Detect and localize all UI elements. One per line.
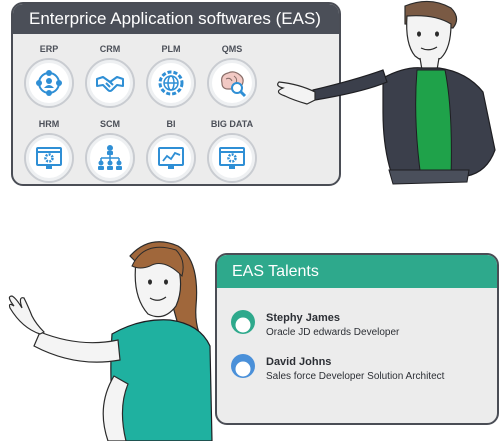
monitor-gear-icon <box>207 133 257 183</box>
globe-gear-icon <box>146 58 196 108</box>
eas-item-crm[interactable]: CRM <box>80 44 140 108</box>
line-chart-icon <box>146 133 196 183</box>
talents-panel-title: EAS Talents <box>217 255 497 288</box>
talent-name: Stephy James <box>266 312 340 324</box>
eas-item-label: ERP <box>39 44 59 54</box>
eas-item-label: HRM <box>38 119 60 129</box>
eas-talents-panel: EAS Talents Stephy James Oracle JD edwar… <box>215 253 499 425</box>
talent-role: Sales force Developer Solution Architect <box>266 371 445 382</box>
eas-item-label: CRM <box>99 44 121 54</box>
eas-item-label: QMS <box>221 44 243 54</box>
eas-item-label: PLM <box>161 44 181 54</box>
eas-item-label: BIG DATA <box>210 119 254 129</box>
eas-item-bi[interactable]: BI <box>141 119 201 183</box>
eas-item-label: SCM <box>100 119 120 129</box>
avatar <box>231 310 255 334</box>
male-presenter-illustration <box>277 0 496 185</box>
monitor-gear-icon <box>24 133 74 183</box>
org-chart-icon <box>85 133 135 183</box>
eas-panel-title: Enterprice Application softwares (EAS) <box>13 4 339 34</box>
handshake-icon <box>85 58 135 108</box>
talent-role: Oracle JD edwards Developer <box>266 327 400 338</box>
eas-item-plm[interactable]: PLM <box>141 44 201 108</box>
eas-item-hrm[interactable]: HRM <box>19 119 79 183</box>
female-presenter-illustration <box>8 241 213 441</box>
eas-item-label: BI <box>166 119 176 129</box>
eas-item-big-data[interactable]: BIG DATA <box>202 119 262 183</box>
talent-name: David Johns <box>266 356 332 368</box>
eas-item-scm[interactable]: SCM <box>80 119 140 183</box>
eas-item-qms[interactable]: QMS <box>202 44 262 108</box>
avatar <box>231 354 255 378</box>
eas-item-erp[interactable]: ERP <box>19 44 79 108</box>
brain-search-icon <box>207 58 257 108</box>
network-users-icon <box>24 58 74 108</box>
